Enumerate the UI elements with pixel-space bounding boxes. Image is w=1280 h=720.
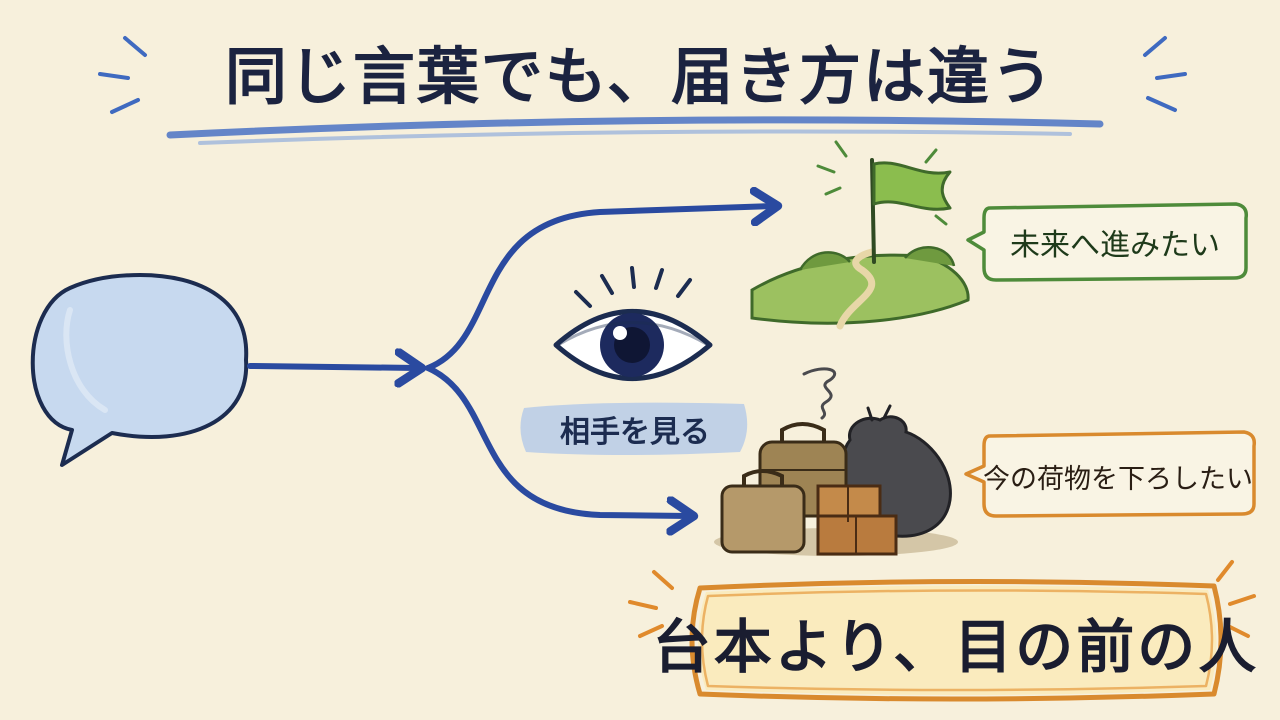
title-sparkles	[98, 36, 1187, 114]
lower-branch-label: 今の荷物を下ろしたい	[983, 463, 1253, 495]
arrow-upper-branch	[425, 206, 774, 371]
eye-icon	[553, 266, 713, 381]
arrow-to-split	[247, 366, 418, 368]
flag-on-hill-icon	[750, 140, 970, 330]
speech-bubble	[30, 273, 249, 467]
message-sparkles	[628, 560, 1256, 638]
pile-of-luggage-icon	[714, 367, 958, 556]
lower-label-bubble	[964, 430, 1257, 518]
key-message: 台本より、目の前の人	[652, 613, 1260, 681]
flow-arrows	[247, 206, 774, 516]
upper-label-bubble	[966, 202, 1249, 282]
arrow-lower-branch	[425, 365, 690, 516]
title-underline	[166, 116, 1104, 145]
page-title: 同じ言葉でも、届き方は違う	[224, 40, 1056, 113]
see-the-person-label: 相手を見る	[560, 415, 710, 450]
message-frame	[689, 578, 1224, 702]
see-label-highlight	[520, 402, 748, 455]
upper-branch-label: 未来へ進みたい	[1010, 228, 1220, 263]
